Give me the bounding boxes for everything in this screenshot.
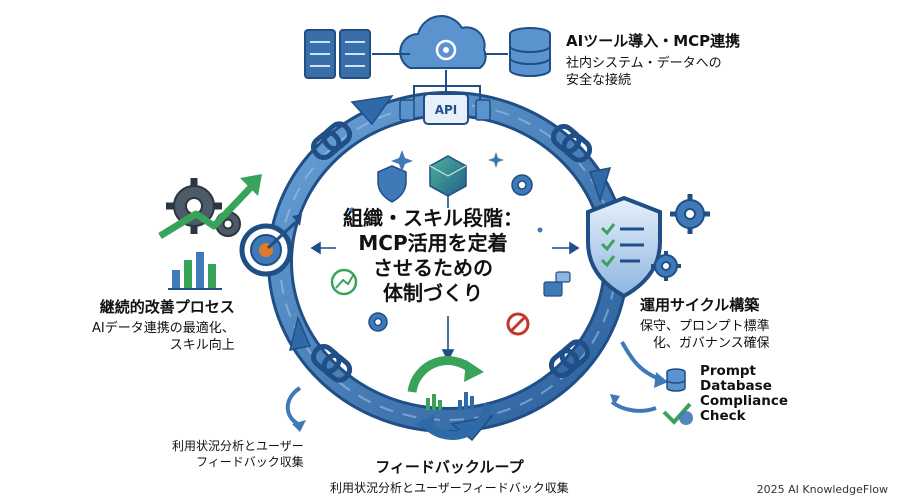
api-label: API (435, 103, 458, 117)
growth-arrow-icon (158, 174, 262, 239)
resource-list-item: Check (700, 408, 746, 424)
prohibited-icon (506, 312, 530, 336)
stage-tools-title: AIツール導入・MCP連携 (566, 32, 741, 50)
chain-link-icons (310, 121, 593, 383)
feedback-note: 利用状況分析とユーザー フィードバック収集 (172, 438, 304, 470)
gear-small-icon (511, 174, 533, 196)
shield-small-icon (377, 165, 407, 203)
bar-chart-icon (168, 252, 222, 290)
stage-feedback-desc: 利用状況分析とユーザーフィードバック収集 (330, 481, 569, 495)
ring-arrowhead-right-icon (589, 167, 612, 203)
sparkle-icons (349, 150, 543, 233)
stage-improvement-title: 継続的改善プロセス (99, 298, 235, 316)
ring-arrow-icons (288, 94, 612, 442)
chain-link-icon (310, 121, 353, 161)
stage-feedback-title: フィードバックループ (375, 458, 524, 476)
database-icon (509, 27, 551, 77)
stage-tools-desc-line: 安全な接続 (566, 73, 632, 88)
stage-operations-title: 運用サイクル構築 (640, 296, 760, 314)
target-icon (239, 214, 302, 277)
center-title-line: MCP活用を定着 (358, 231, 508, 255)
stage-improvement: 継続的改善プロセス AIデータ連携の最適化、 スキル向上 (92, 296, 235, 354)
outer-arrowhead-icons (292, 372, 668, 432)
compliance-shield-icon (586, 195, 662, 299)
gear-icon (651, 251, 681, 281)
gear-small-icon (368, 312, 388, 332)
stage-operations-desc: 保守、プロンプト標準 化、ガバナンス確保 (640, 318, 770, 352)
resource-list: Prompt Database Compliance Check (700, 364, 788, 424)
center-direction-arrows (310, 196, 580, 362)
right-return-arrow (610, 400, 657, 413)
left-return-arrow (285, 386, 302, 426)
stage-operations-desc-line: 化、ガバナンス確保 (652, 336, 770, 351)
data-transfer-icon (543, 271, 571, 297)
stage-operations: 運用サイクル構築 保守、プロンプト標準 化、ガバナンス確保 (640, 294, 770, 352)
feedback-note-line: フィードバック収集 (196, 455, 304, 469)
feedback-note-line: 利用状況分析とユーザー (172, 439, 304, 453)
stage-operations-desc-line: 保守、プロンプト標準 (640, 319, 770, 334)
chain-link-icon (550, 123, 593, 163)
check-badge-icon (662, 402, 693, 425)
database-small-icon (666, 368, 686, 392)
center-title-line: 組織・スキル段階： (343, 206, 523, 230)
footer-credit: 2025 AI KnowledgeFlow (756, 483, 888, 496)
gear-icon (670, 194, 710, 234)
trend-chart-circle-icon (330, 268, 358, 296)
gear-large-icon (166, 178, 222, 234)
api-box-icon (399, 93, 491, 125)
center-title: 組織・スキル段階： MCP活用を定着 させるための 体制づくり (318, 206, 548, 306)
ring-arrowhead-top-icon (350, 94, 394, 126)
refresh-cycle-icon (407, 356, 493, 440)
stage-tools-desc-line: 社内システム・データへの (566, 56, 722, 71)
stage-improvement-desc-line: AIデータ連携の最適化、 (92, 321, 235, 336)
inner-decor-icons (330, 150, 571, 336)
chain-link-icon (310, 343, 353, 383)
stage-improvement-desc-line: スキル向上 (169, 338, 235, 353)
stage-improvement-desc: AIデータ連携の最適化、 スキル向上 (92, 320, 235, 354)
stage-feedback: フィードバックループ 利用状況分析とユーザーフィードバック収集 (330, 456, 569, 496)
stage-tools: AIツール導入・MCP連携 社内システム・データへの 安全な接続 (566, 30, 740, 89)
cloud-ai-icon (399, 15, 487, 69)
mini-bar-chart-icon (426, 392, 474, 410)
resource-list-item: Database (700, 378, 772, 394)
center-title-line: させるための (373, 256, 493, 280)
resource-list-item: Compliance (700, 393, 789, 409)
chain-link-icon (548, 339, 591, 379)
resource-list-item: Prompt (700, 363, 757, 379)
ring-arrowhead-left-icon (288, 315, 312, 351)
server-rack-icon (304, 29, 371, 79)
center-title-line: 体制づくり (383, 281, 483, 305)
network-connector-lines (372, 53, 508, 100)
stage-tools-desc: 社内システム・データへの 安全な接続 (566, 55, 740, 89)
cube-icon (429, 155, 467, 197)
